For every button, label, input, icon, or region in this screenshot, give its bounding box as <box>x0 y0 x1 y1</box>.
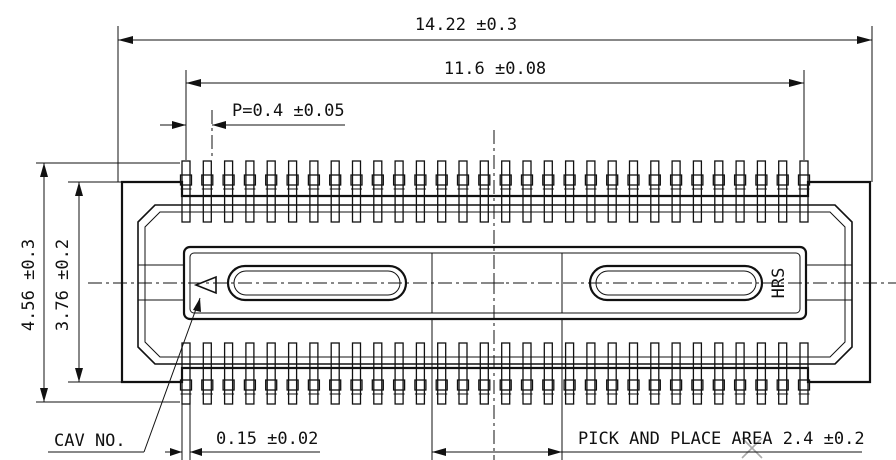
pin <box>776 160 789 223</box>
pin <box>648 160 661 223</box>
pin <box>563 160 576 223</box>
pin <box>584 160 598 223</box>
hrs-marking: HRS <box>769 268 789 299</box>
pin <box>478 160 491 223</box>
pin <box>243 160 257 223</box>
pin <box>520 342 534 405</box>
pin <box>691 160 704 223</box>
pin <box>435 160 448 223</box>
pin <box>648 342 661 405</box>
pin <box>307 160 321 223</box>
pin <box>265 342 278 405</box>
pin <box>371 160 384 223</box>
pin <box>797 160 811 223</box>
body-height-dimension: 3.76 ±0.2 <box>53 181 122 383</box>
pin <box>542 342 555 405</box>
pin <box>584 342 598 405</box>
pin <box>712 160 725 223</box>
pin <box>520 160 534 223</box>
pin <box>478 342 491 405</box>
pin <box>499 160 512 223</box>
lead-width-dimension: 0.15 ±0.02 <box>165 395 320 460</box>
cavity-callout: CAV NO. <box>48 297 201 453</box>
pin <box>307 342 321 405</box>
pin <box>222 160 235 223</box>
pin <box>733 160 747 223</box>
pin <box>627 160 640 223</box>
pin-row-top <box>179 160 811 223</box>
pick-and-place-dimension: PICK AND PLACE AREA 2.4 ±0.2 <box>431 320 865 460</box>
pin <box>350 160 363 223</box>
pin <box>542 160 555 223</box>
pin <box>797 342 811 405</box>
pin <box>201 342 214 405</box>
pin <box>606 342 619 405</box>
pin <box>371 342 384 405</box>
pitch-span-label: 11.6 ±0.08 <box>444 59 546 79</box>
pin <box>414 160 427 223</box>
pin <box>755 342 768 405</box>
pin <box>179 160 193 223</box>
scan-mark <box>741 437 763 459</box>
pin <box>286 342 299 405</box>
pin-row-bottom <box>179 342 811 405</box>
pin <box>712 342 725 405</box>
pin <box>329 342 342 405</box>
pin <box>414 342 427 405</box>
pin <box>669 342 683 405</box>
pin <box>733 342 747 405</box>
pin <box>435 342 448 405</box>
pitch-dimension: P=0.4 ±0.05 <box>160 101 345 160</box>
overall-length-dimension: 14.22 ±0.3 <box>117 15 873 182</box>
pin <box>222 342 235 405</box>
pin <box>350 342 363 405</box>
pin <box>179 342 193 405</box>
pitch-label: P=0.4 ±0.05 <box>232 101 345 121</box>
pin <box>286 160 299 223</box>
pin <box>392 342 406 405</box>
pitch-span-dimension: 11.6 ±0.08 <box>185 59 805 160</box>
pin <box>265 160 278 223</box>
pin <box>456 160 470 223</box>
pick-and-place-label: PICK AND PLACE AREA 2.4 ±0.2 <box>578 429 865 449</box>
overall-height-dimension: 4.56 ±0.3 <box>19 162 180 403</box>
pin <box>243 342 257 405</box>
pin <box>201 160 214 223</box>
pin <box>456 342 470 405</box>
pin <box>392 160 406 223</box>
pin <box>627 342 640 405</box>
pin <box>691 342 704 405</box>
center-lines <box>88 130 896 460</box>
body-height-label: 3.76 ±0.2 <box>53 239 73 331</box>
pin <box>563 342 576 405</box>
overall-height-label: 4.56 ±0.3 <box>19 239 39 331</box>
pin <box>755 160 768 223</box>
pin <box>329 160 342 223</box>
overall-length-label: 14.22 ±0.3 <box>415 15 517 35</box>
cav-no-label: CAV NO. <box>54 431 126 451</box>
pin <box>776 342 789 405</box>
pin <box>606 160 619 223</box>
pin <box>499 342 512 405</box>
lead-width-label: 0.15 ±0.02 <box>216 429 318 449</box>
pin <box>669 160 683 223</box>
